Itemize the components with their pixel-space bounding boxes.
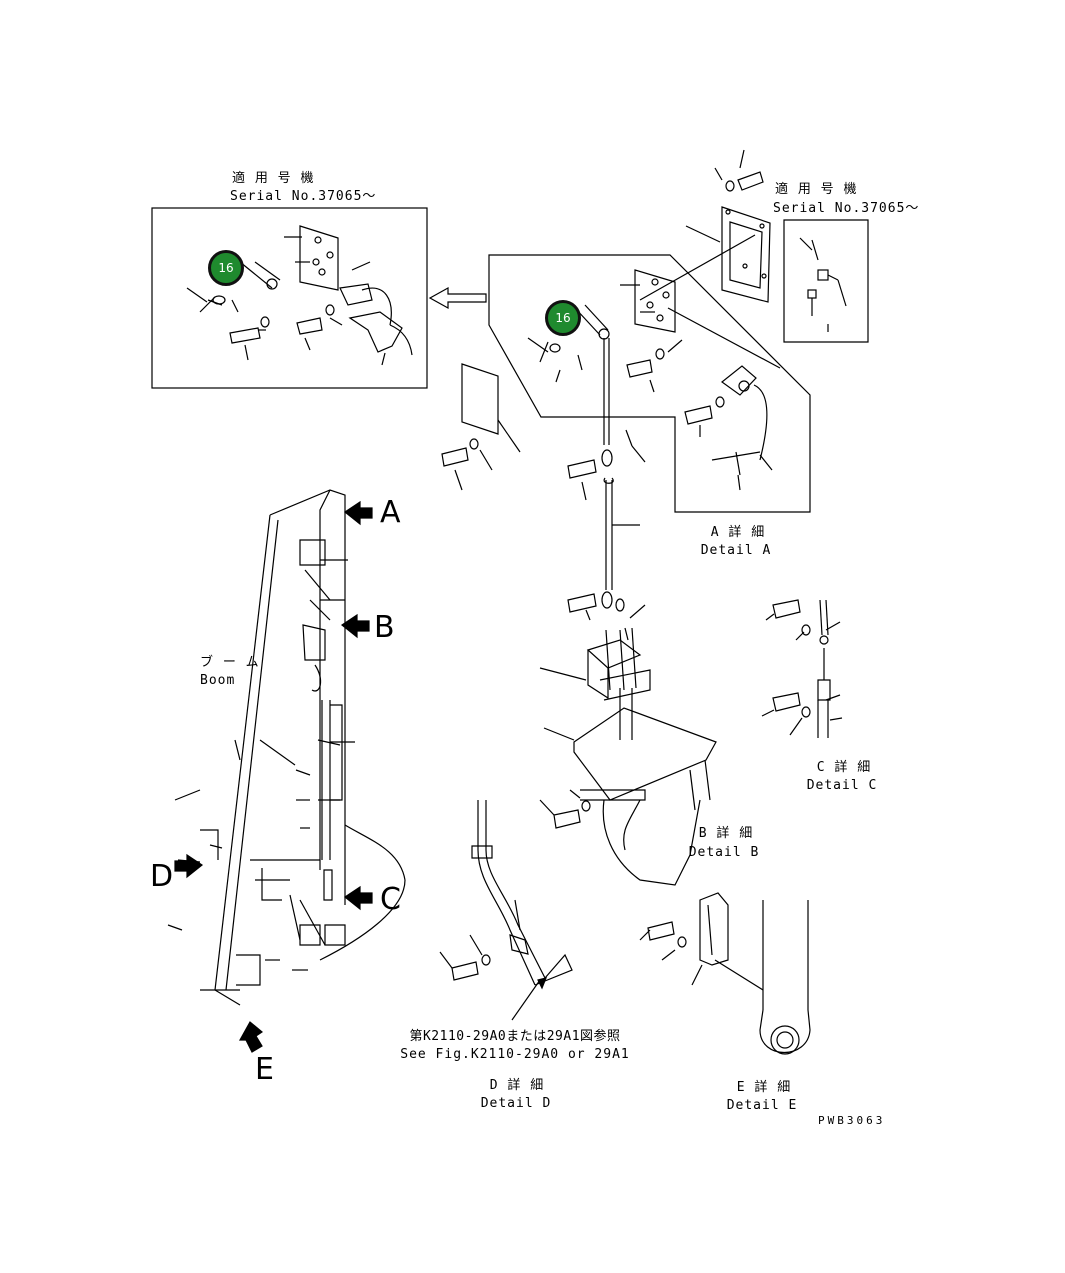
detail-c-en: Detail C: [806, 778, 878, 793]
arrow-c: [343, 885, 373, 911]
detail-c-parts: [761, 599, 843, 738]
arrow-d: [174, 853, 204, 879]
detail-b-bracket: [539, 627, 717, 886]
drawing-code: PWB3063: [818, 1114, 886, 1127]
right-serial-label: Serial No.37065～: [773, 201, 920, 216]
boom-jp-label: ブ ー ム: [200, 655, 260, 670]
view-letter-e: E: [255, 1052, 274, 1087]
detail-d-en: Detail D: [480, 1096, 552, 1111]
right-applicable-label: 適 用 号 機: [775, 182, 858, 197]
inset-applicable-label: 適 用 号 機: [232, 171, 315, 186]
detail-d-jp: D 詳 細: [489, 1078, 545, 1093]
arrow-e: [238, 1021, 264, 1053]
detail-b-jp: B 詳 細: [698, 826, 754, 841]
view-letter-d: D: [150, 859, 174, 894]
detail-a-outline: [488, 254, 811, 513]
detail-e-parts: [639, 892, 811, 1055]
detail-c-jp: C 詳 細: [816, 760, 872, 775]
inset-serial-label: Serial No.37065～: [230, 189, 377, 204]
view-letter-a: A: [380, 495, 401, 530]
view-letter-c: C: [380, 882, 401, 917]
callout-16-inset[interactable]: 16: [208, 250, 244, 286]
boom-en-label: Boom: [200, 673, 236, 688]
arrow-b: [340, 613, 370, 639]
arrow-a: [343, 500, 373, 526]
reference-en: See Fig.K2110-29A0 or 29A1: [400, 1047, 630, 1062]
cable-assembly: [567, 429, 646, 641]
boom-overview: [167, 489, 406, 1006]
detail-e-en: Detail E: [726, 1098, 798, 1113]
inset-serial-box: [151, 207, 428, 389]
reference-jp: 第K2110-29A0または29A1図参照: [409, 1029, 621, 1044]
detail-a-parts: [527, 234, 781, 491]
inset-arrow: [428, 286, 487, 310]
detail-a-jp: A 詳 細: [710, 525, 766, 540]
side-cover: [441, 363, 521, 491]
cover-plate: [685, 149, 771, 303]
view-letter-b: B: [374, 610, 395, 645]
detail-b-en: Detail B: [688, 845, 760, 860]
detail-a-en: Detail A: [700, 543, 772, 558]
detail-d-parts: [439, 800, 573, 1021]
detail-e-jp: E 詳 細: [736, 1080, 792, 1095]
serial-inset-right: [783, 219, 869, 343]
callout-16-detail-a[interactable]: 16: [545, 300, 581, 336]
